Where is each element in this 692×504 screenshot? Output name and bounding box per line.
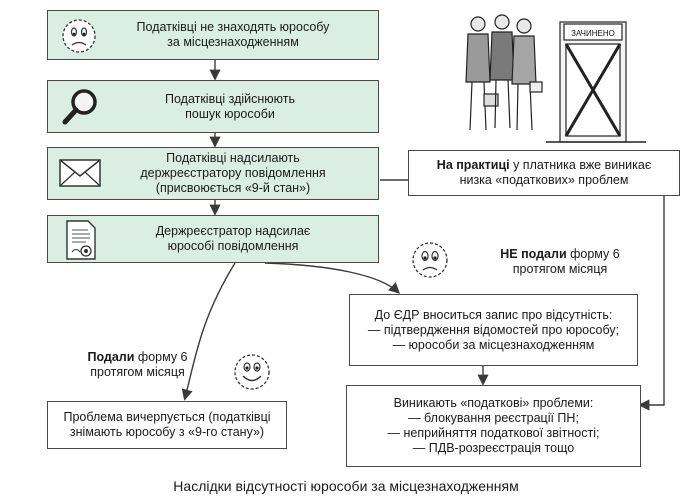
edr-text: — підтвердження відомостей про юрособу; [367, 322, 620, 337]
edr-record-box: До ЄДР вноситься запис про відсутність: … [349, 294, 638, 366]
happy-face-icon [234, 354, 270, 390]
not-filed-bold: НЕ подали [500, 247, 567, 261]
step-not-found: Податківці не знаходять юрособу за місце… [47, 10, 379, 60]
step-text: Податківці не знаходять юрособу [136, 20, 330, 34]
problems-text: Виникають «податкові» проблеми: [393, 396, 594, 410]
step-text: держреєстратору повідомлення [140, 166, 326, 180]
not-filed-text: протягом місяця [512, 262, 608, 276]
magnifier-icon [62, 89, 97, 125]
not-filed-text: форму 6 [566, 247, 620, 261]
step-text: Податківці здійснюють [164, 91, 296, 106]
resolved-text: Проблема вичерпується (податківці [63, 410, 271, 424]
door-sign-text: ЗАЧИНЕНО [571, 29, 615, 38]
practice-text: у платника вже виникає [509, 158, 652, 172]
worried-face-icon [412, 242, 448, 278]
resolved-text: знімають юрособу з «9-го стану») [69, 425, 265, 439]
envelope-icon [59, 159, 101, 187]
step-text: пошук юрособи [185, 106, 275, 121]
sad-face-icon [62, 19, 96, 53]
practice-bold: На практиці [436, 158, 510, 172]
filed-text: протягом місяця [90, 365, 185, 379]
edr-text: — юрособи за місцезнаходженням [392, 337, 595, 352]
arrow-step4-filed [181, 262, 236, 401]
people-figures [465, 14, 543, 131]
arrow-practice-problems [638, 196, 665, 411]
practice-text: низка «податкових» проблем [459, 173, 629, 187]
problems-text: — блокування реєстрації ПН; [408, 411, 579, 425]
resolved-box: Проблема вичерпується (податківці знімаю… [47, 401, 287, 449]
step-text: Податківці надсилають [166, 151, 300, 165]
step-text: Держреєстратор надсилає [155, 224, 311, 238]
problems-text: — ПДВ-розреєстрація тощо [412, 441, 575, 455]
step-text: за місцезнаходженням [167, 35, 299, 49]
practice-box: На практиці у платника вже виникає низка… [408, 150, 680, 196]
step-search: Податківці здійснюють пошук юрособи [47, 80, 379, 133]
arrow-step4-notfiled [264, 262, 401, 294]
edr-text: До ЄДР вноситься запис про відсутність: [374, 307, 613, 322]
tax-problems-box: Виникають «податкові» проблеми: — блокув… [346, 385, 641, 467]
filed-bold: Подали [87, 350, 135, 364]
not-filed-label: НЕ подали форму 6 протягом місяця [460, 247, 660, 277]
figure-caption: Наслідки відсутності юрособи за місцезна… [173, 478, 519, 494]
problems-text: — неприйняття податкової звітності; [387, 426, 600, 440]
closed-door-illustration: ЗАЧИНЕНО [465, 14, 646, 143]
step-text: (присвоюється «9-й стан») [155, 181, 311, 195]
step-registrar-notice: Держреєстратор надсилає юрособі повідомл… [47, 215, 379, 263]
step-text: юрособі повідомлення [167, 239, 299, 253]
filed-label: Подали форму 6 протягом місяця [50, 350, 225, 380]
filed-text: форму 6 [134, 350, 188, 364]
document-stamp-icon [66, 220, 96, 260]
step-send-notice: Податківці надсилають держреєстратору по… [47, 147, 379, 200]
